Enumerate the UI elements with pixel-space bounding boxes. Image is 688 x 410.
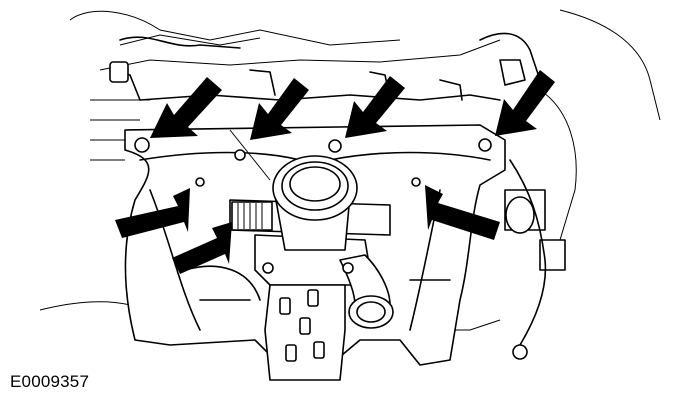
thermostat-housing	[229, 155, 394, 329]
bolt-rear-center-right	[328, 139, 342, 153]
callout-arrows	[115, 70, 555, 274]
lower-bracket	[264, 284, 346, 381]
callout-arrow-icon	[115, 188, 190, 238]
callout-arrow-icon	[150, 77, 222, 138]
callout-arrow-icon	[425, 185, 500, 240]
callout-arrow-icon	[172, 222, 232, 274]
engine-background	[39, 9, 661, 360]
figure-reference-code: E0009357	[10, 372, 90, 391]
callout-arrow-icon	[495, 70, 555, 136]
bolt-rear-left	[134, 137, 150, 153]
callout-arrow-icon	[250, 78, 309, 140]
bolt-front-left	[195, 177, 205, 187]
bolt-rear-right	[478, 138, 492, 152]
bolt-front-right	[411, 177, 421, 187]
fuel-rail	[109, 59, 526, 101]
bolt-rear-center-left	[234, 149, 246, 161]
manifold-bolts	[134, 129, 492, 187]
callout-arrow-icon	[345, 76, 405, 138]
